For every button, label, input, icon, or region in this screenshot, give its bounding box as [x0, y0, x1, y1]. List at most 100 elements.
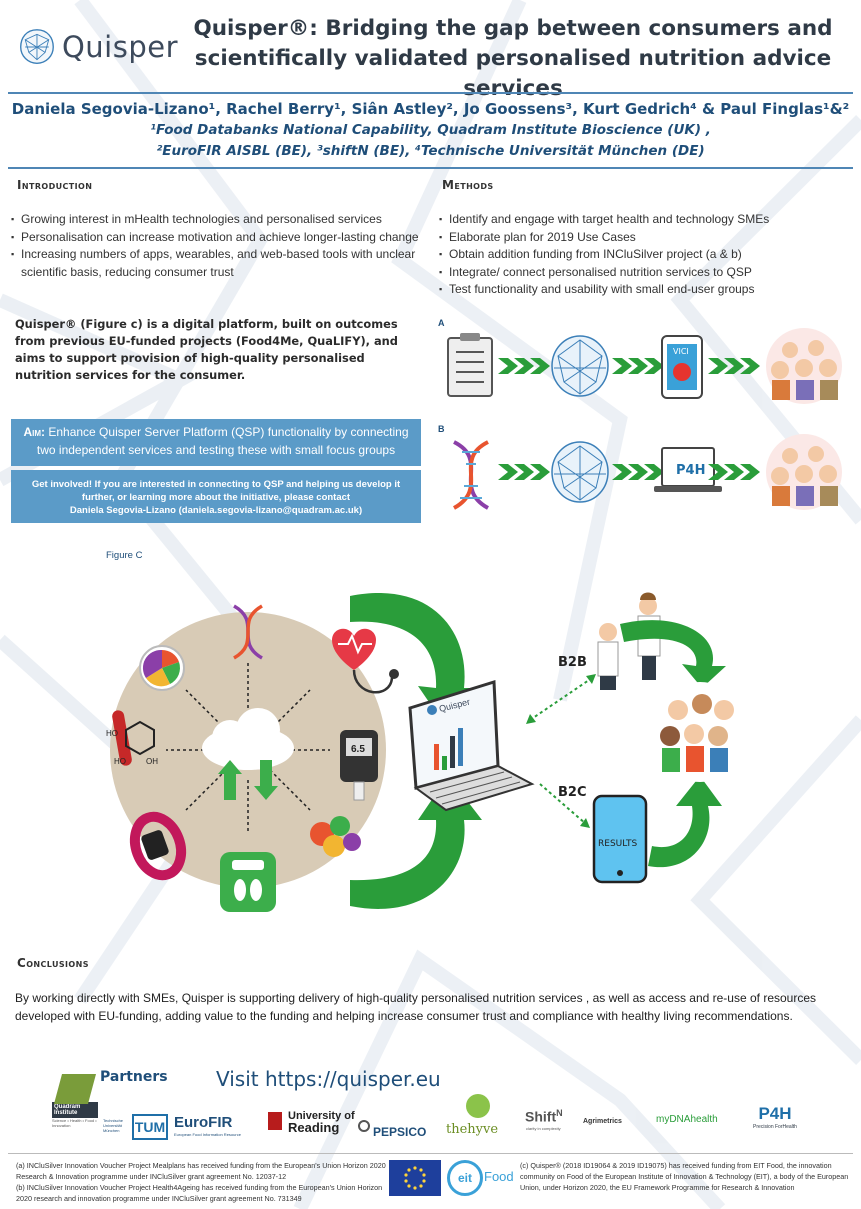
workflow-a-label: A	[438, 318, 445, 328]
quadram-logo: Quadram Institute Science • Health • Foo…	[52, 1070, 98, 1138]
title-line-1: Quisper®: Bridging the gap between consu…	[193, 16, 833, 41]
arrow-chevrons-icon	[612, 358, 664, 374]
author-block: Daniela Segovia-Lizano¹, Rachel Berry¹, …	[10, 98, 851, 162]
footer-left: (a) INCluSilver Innovation Voucher Proje…	[16, 1161, 386, 1203]
test-tube-molecule-icon: HO HO OH	[106, 710, 158, 766]
laptop-icon: P4H	[654, 447, 722, 492]
checklist-icon	[447, 333, 493, 397]
workflow-b-diagram: P4H	[452, 434, 842, 510]
eit-food-text: Food	[484, 1169, 514, 1184]
eu-flag-icon	[389, 1160, 441, 1196]
conclusions-text: By working directly with SMEs, Quisper i…	[15, 991, 817, 1023]
author-names: Daniela Segovia-Lizano¹, Rachel Berry¹, …	[11, 100, 850, 118]
results-phone-icon: RESULTS	[592, 794, 648, 884]
pepsico-logo: PEPSICO	[373, 1125, 427, 1139]
partners-heading: Partners	[100, 1069, 168, 1085]
brain-network-icon	[20, 29, 54, 64]
figure-c-caption: Figure C	[106, 550, 143, 561]
get-involved-box: Get involved! If you are interested in c…	[11, 470, 421, 523]
molecule-ho-label-2: HO	[114, 757, 126, 766]
conclusions-heading: Conclusions	[17, 956, 89, 970]
footer-right: (c) Quisper® (2018 ID19064 & 2019 ID1907…	[520, 1161, 849, 1192]
get-involved-text: If you are interested in connecting to Q…	[81, 479, 401, 503]
reading-crest-icon	[268, 1112, 282, 1130]
download-arrow-icon	[254, 760, 278, 800]
smartphone-app-icon: VICI	[661, 335, 703, 399]
reading-logo: University of Reading	[288, 1110, 355, 1135]
quisper-laptop-icon: Quisper	[408, 679, 535, 812]
poster-title: Quisper®: Bridging the gap between consu…	[178, 14, 848, 104]
list-item: Increasing numbers of apps, wearables, a…	[11, 246, 426, 281]
arrow-chevrons-icon	[612, 464, 664, 480]
thehyve-logo: thehyve	[446, 1122, 499, 1137]
b2b-label: B2B	[558, 655, 587, 670]
authors-divider	[8, 167, 853, 169]
list-item: Elaborate plan for 2019 Use Cases	[439, 229, 853, 247]
quisper-brain-icon	[551, 441, 609, 503]
fitness-band-icon	[129, 811, 187, 881]
aim-text: Enhance Quisper Server Platform (QSP) fu…	[36, 425, 409, 457]
eurofir-logo: EuroFIR	[174, 1114, 233, 1131]
methods-heading: Methods	[442, 178, 494, 192]
quisper-wordmark: Quisper	[61, 30, 178, 64]
get-involved-label: Get involved!	[31, 479, 93, 490]
aim-label: Aim:	[23, 425, 46, 439]
b2c-dashed-arrow	[539, 783, 587, 825]
arrow-chevrons-icon	[498, 358, 550, 374]
arrow-chevrons-icon	[708, 464, 760, 480]
introduction-bullets: Growing interest in mHealth technologies…	[11, 211, 426, 281]
tum-logo: TUM	[132, 1114, 168, 1140]
upload-arrow-icon	[218, 760, 242, 800]
pepsico-globe-icon	[358, 1120, 370, 1132]
laptop-b-text: P4H	[676, 463, 705, 478]
molecule-ho-label-1: HO	[106, 729, 118, 738]
methods-bullets: Identify and engage with target health a…	[439, 211, 853, 299]
list-item: Obtain addition funding from INCluSilver…	[439, 246, 853, 264]
footer-divider	[8, 1153, 853, 1154]
nutrition-experts-icon	[597, 592, 661, 690]
b2b-dashed-arrow	[529, 677, 593, 721]
results-text: RESULTS	[598, 839, 638, 849]
green-arrow-experts	[620, 620, 726, 688]
list-item: Test functionality and usability with sm…	[439, 281, 853, 299]
tum-text: Technische Universität München	[103, 1118, 124, 1133]
phone-a-text: VICI	[673, 347, 689, 356]
introduction-heading: Introduction	[17, 178, 93, 192]
quisper-brain-icon	[551, 335, 609, 397]
workflow-a-diagram: VICI	[447, 328, 842, 404]
dna-helix-icon	[233, 604, 263, 660]
consumers-group-icon	[650, 682, 750, 782]
plate-food-icon	[139, 645, 185, 691]
thehyve-grapes-icon	[466, 1094, 490, 1118]
eurofir-tagline: European Food Information Resource	[174, 1132, 241, 1137]
shiftn-logo: ShiftN	[525, 1108, 563, 1125]
list-item: Identify and engage with target health a…	[439, 211, 853, 229]
affiliation-line-2: ²EuroFIR AISBL (BE), ³shiftN (BE), ⁴Tech…	[156, 143, 705, 159]
arrow-chevrons-icon	[708, 358, 760, 374]
glucose-meter-icon: 6.5	[340, 730, 378, 801]
quisper-logo: Quisper	[18, 22, 178, 72]
website-link[interactable]: Visit https://quisper.eu	[216, 1067, 441, 1091]
glucose-reading: 6.5	[351, 744, 365, 755]
header-divider	[8, 92, 853, 94]
cloud-icon	[202, 708, 294, 800]
p4h-logo: P4H Precision ForHealth	[753, 1104, 797, 1130]
vegetables-icon	[310, 816, 361, 857]
heart-stethoscope-icon	[332, 628, 399, 694]
scale-footprints-icon	[220, 852, 276, 912]
agrimetrics-logo: Agrimetrics	[583, 1118, 622, 1125]
shiftn-tagline: clarity in complexity	[526, 1126, 561, 1131]
list-item: Personalisation can increase motivation …	[11, 229, 426, 247]
mydnahealth-logo: myDNAhealth	[656, 1114, 718, 1125]
workflow-b-label: B	[438, 424, 445, 434]
arrow-chevrons-icon	[498, 464, 550, 480]
b2c-arrow-head	[580, 818, 590, 828]
b2b-arrow-tail	[526, 714, 536, 724]
green-arrow-results	[648, 776, 722, 868]
elderly-people-group-icon	[766, 328, 842, 404]
dna-helix-icon	[452, 440, 490, 510]
affiliation-line-1: ¹Food Databanks National Capability, Qua…	[150, 122, 711, 138]
list-item: Growing interest in mHealth technologies…	[11, 211, 426, 229]
contact-email-link[interactable]: Daniela Segovia-Lizano (daniela.segovia-…	[69, 505, 363, 516]
